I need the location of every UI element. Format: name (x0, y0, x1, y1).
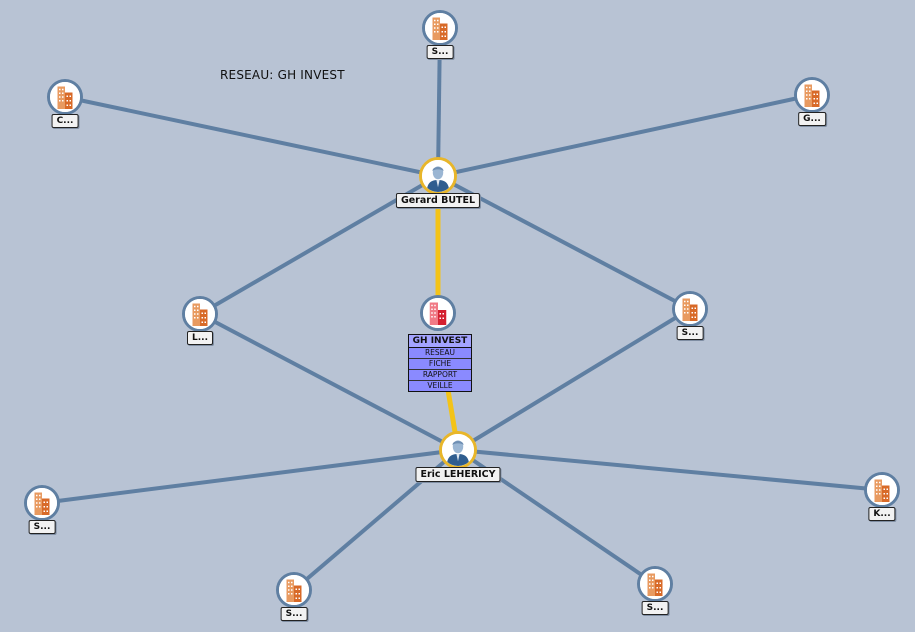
company-label[interactable]: L... (187, 331, 213, 345)
menu-item-rapport[interactable]: RAPPORT (409, 370, 471, 381)
company-label[interactable]: S... (641, 601, 669, 615)
edge-lehericy-s-right (456, 307, 692, 452)
building-icon[interactable] (182, 296, 218, 332)
edge-lehericy-l (199, 312, 459, 452)
company-label[interactable]: S... (280, 607, 308, 621)
menu-item-reseau[interactable]: RESEAU (409, 348, 471, 359)
edge-lehericy-s-left (41, 448, 459, 505)
building-icon[interactable] (794, 77, 830, 113)
building-icon[interactable] (672, 291, 708, 327)
person-icon[interactable] (439, 431, 477, 469)
network-title: RESEAU: GH INVEST (220, 68, 345, 82)
building-icon[interactable] (276, 572, 312, 608)
company-label[interactable]: C... (51, 114, 79, 128)
building-icon[interactable] (422, 10, 458, 46)
building-icon[interactable] (637, 566, 673, 602)
edge-lehericy-k (457, 448, 883, 492)
edge-butel-c (64, 95, 439, 178)
company-menu-title[interactable]: GH INVEST (409, 335, 471, 348)
building-icon[interactable] (47, 79, 83, 115)
menu-item-veille[interactable]: VEILLE (409, 381, 471, 391)
edge-butel-s-right (437, 174, 691, 311)
person-icon[interactable] (419, 157, 457, 195)
menu-item-fiche[interactable]: FICHE (409, 359, 471, 370)
person-label-lehericy[interactable]: Eric LEHERICY (415, 467, 501, 482)
company-label[interactable]: G... (798, 112, 826, 126)
building-icon[interactable] (864, 472, 900, 508)
building-icon[interactable] (24, 485, 60, 521)
company-menu: GH INVEST RESEAU FICHE RAPPORT VEILLE (408, 334, 472, 392)
company-label[interactable]: K... (868, 507, 896, 521)
edge-butel-g (437, 93, 813, 178)
company-label[interactable]: S... (426, 45, 454, 59)
company-label[interactable]: S... (676, 326, 704, 340)
company-label[interactable]: S... (28, 520, 56, 534)
person-label-butel[interactable]: Gerard BUTEL (395, 193, 481, 208)
building-red-icon[interactable] (420, 295, 456, 331)
